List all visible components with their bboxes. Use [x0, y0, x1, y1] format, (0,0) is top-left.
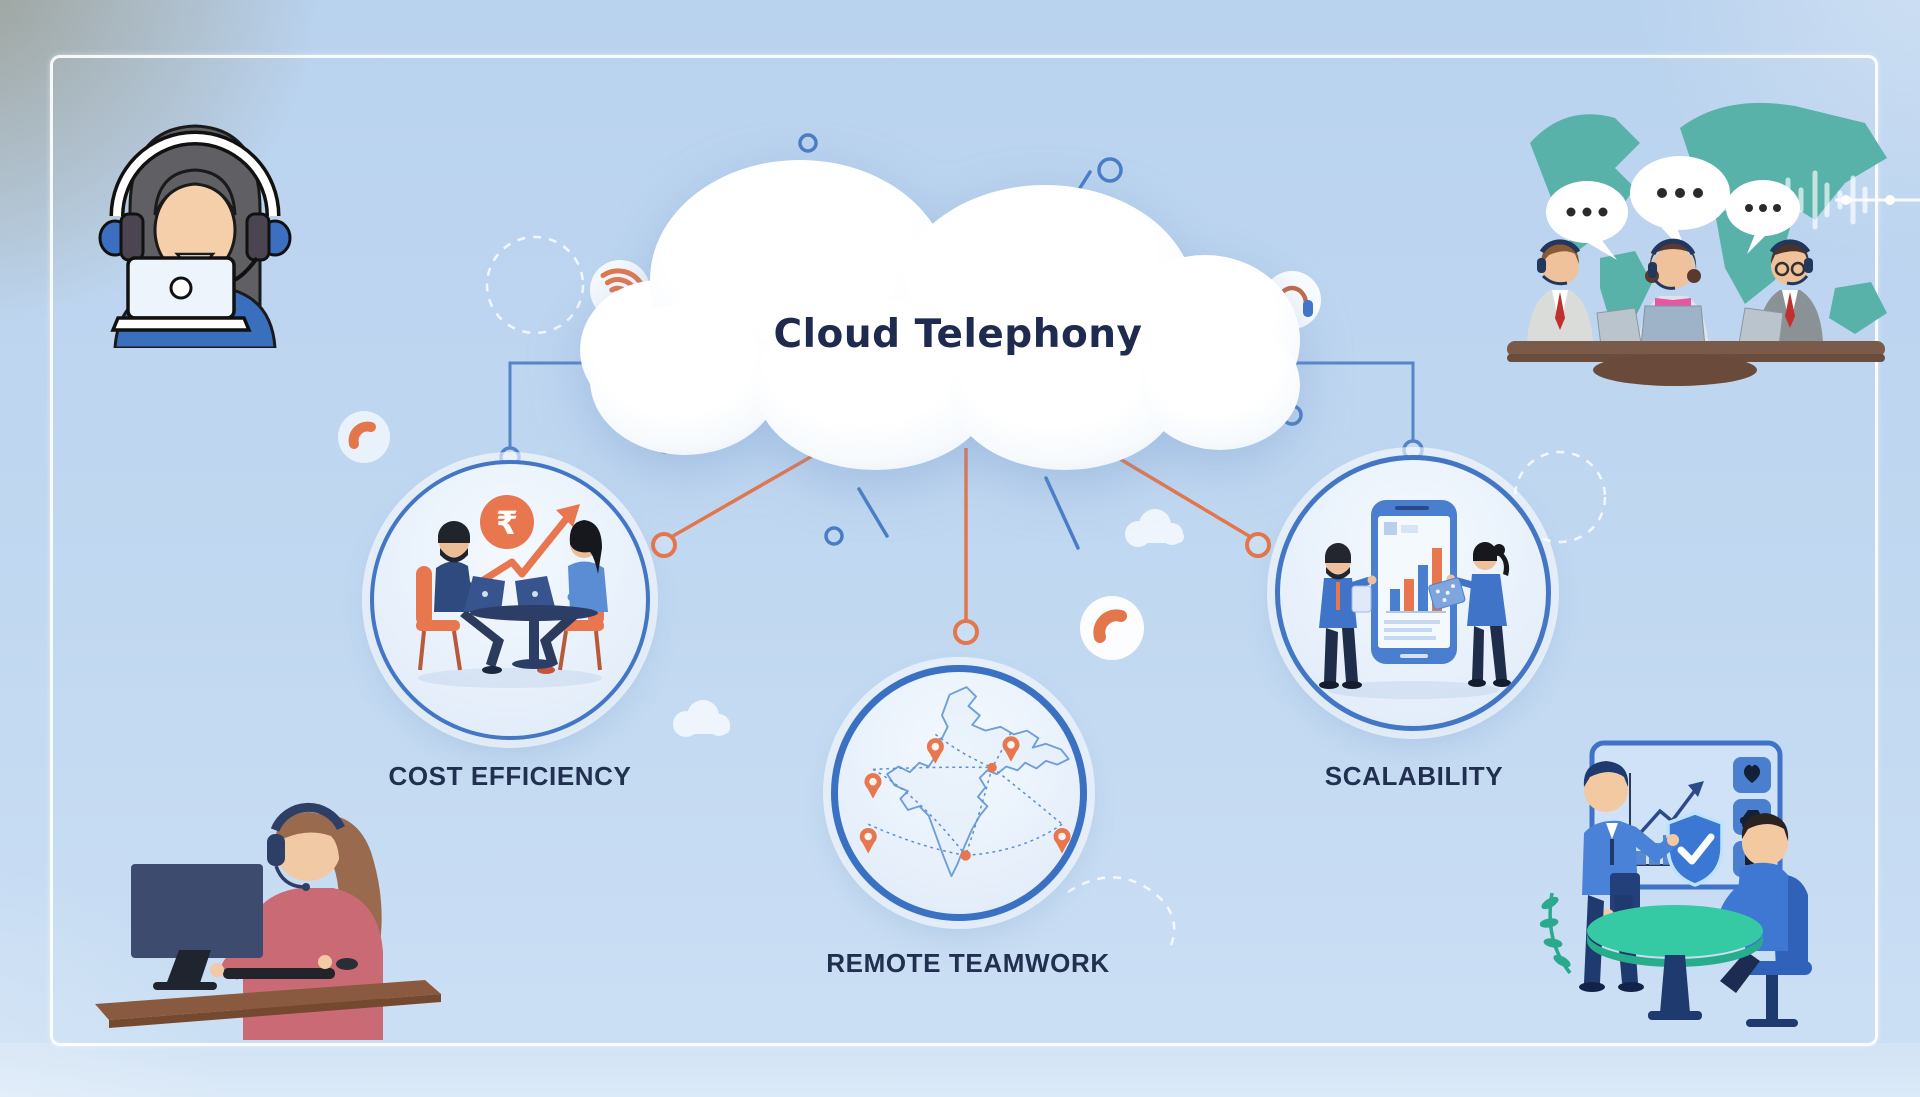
monitor	[131, 864, 263, 990]
hand-left	[210, 963, 224, 977]
node-cost-efficiency: ₹	[370, 460, 650, 740]
cost-efficiency-illustration: ₹	[416, 495, 608, 688]
label-cost-efficiency: COST EFFICIENCY	[388, 761, 632, 791]
advisor-client-illustration	[1540, 740, 1812, 1027]
laptop	[110, 256, 252, 332]
phone-icon-2	[1080, 596, 1144, 660]
hair-fringe	[274, 812, 343, 874]
desk-edge	[109, 994, 441, 1028]
mini-clouds	[673, 509, 1184, 737]
orange-ring-left	[651, 532, 677, 558]
location-pins	[859, 736, 1071, 861]
standing-man	[1319, 542, 1377, 689]
scalability-illustration	[1319, 500, 1511, 699]
mic-boom	[274, 865, 304, 889]
node-remote-teamwork	[831, 665, 1087, 921]
label-scalability: SCALABILITY	[1324, 761, 1504, 791]
shield-check-icon	[1666, 811, 1724, 887]
agent-left	[1527, 239, 1593, 343]
bottom-light-strip	[0, 1043, 1920, 1097]
mouse	[336, 958, 358, 970]
phone-icon	[338, 411, 390, 463]
laptops	[464, 576, 556, 611]
chair-legs	[418, 630, 602, 671]
route-lines	[867, 732, 1063, 857]
client-chair	[1736, 874, 1812, 1027]
headphone-cup	[267, 834, 285, 866]
speech-bubbles	[1546, 156, 1800, 260]
svg-text:₹: ₹	[496, 504, 518, 542]
hair-fringe	[153, 168, 237, 216]
smartphone	[1371, 500, 1457, 664]
remote-teamwork-illustration	[859, 686, 1071, 878]
label-remote-teamwork: REMOTE TEAMWORK	[826, 948, 1110, 978]
headband	[113, 134, 277, 217]
round-table	[1587, 905, 1763, 1020]
mic	[302, 883, 310, 891]
cloud-shape	[580, 160, 1300, 470]
dashed-doodles	[485, 235, 1607, 949]
standing-woman	[1428, 541, 1511, 687]
ear-cups	[98, 212, 292, 262]
leaf-sprig	[1540, 892, 1572, 975]
hand-right	[318, 955, 332, 969]
sweater	[243, 888, 383, 1040]
cloud-title: Cloud Telephony	[773, 312, 1143, 357]
support-agent-illustration	[98, 124, 292, 348]
india-map	[886, 686, 1070, 878]
phone-bar-chart	[1386, 548, 1446, 613]
seated-man	[434, 520, 504, 674]
table	[470, 605, 598, 669]
board-arrow	[1633, 787, 1698, 841]
growth-arrow-icon	[470, 504, 580, 590]
node-scalability	[1275, 455, 1551, 731]
decorative-frame	[50, 55, 1878, 1046]
connector-ring-team	[953, 619, 979, 645]
connector-orange-left	[672, 445, 829, 538]
sticker-panel	[1428, 577, 1466, 610]
desks	[1507, 341, 1885, 386]
seated-woman	[537, 520, 608, 674]
orange-ring-right	[1245, 532, 1271, 558]
connector-orange-right	[1099, 445, 1250, 538]
rupee-coin-icon: ₹	[480, 495, 534, 549]
headphone-band	[270, 802, 346, 832]
keyboard	[223, 968, 335, 979]
remote-agent-desk-illustration	[95, 802, 441, 1040]
call-center-team-illustration	[1507, 102, 1920, 386]
desk-top	[95, 980, 441, 1020]
